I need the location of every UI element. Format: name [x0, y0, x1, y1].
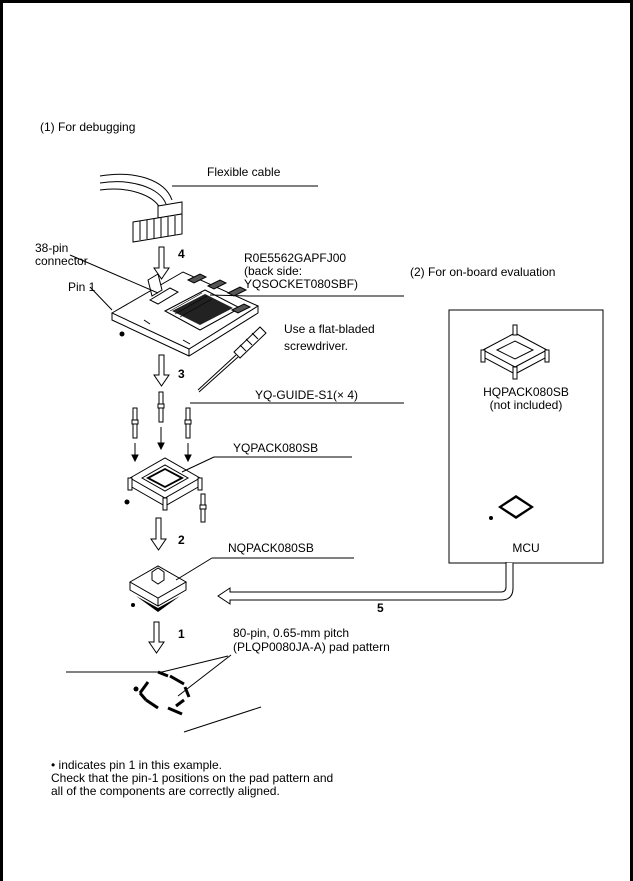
pin1-dot-mcu [489, 516, 493, 520]
pad-pattern-drawing [66, 654, 262, 733]
adapter-label-line3: YQSOCKET080SBF) [244, 277, 359, 291]
nqpack-drawing [128, 557, 354, 612]
step4-label: 4 [178, 247, 185, 261]
yqpack-drawing [127, 456, 352, 511]
pin1-dot-board [119, 331, 125, 337]
screwdriver-label-line1: Use a flat-bladed [284, 322, 375, 336]
pad-label-line1: 80-pin, 0.65-mm pitch [233, 626, 350, 640]
step1-arrow [148, 621, 165, 654]
hqpack-label-line2: (not included) [489, 398, 563, 412]
mcu-label: MCU [512, 541, 540, 555]
adapter-board-drawing [110, 271, 260, 357]
yqpack-label: YQPACK080SB [233, 441, 319, 455]
step5-label: 5 [377, 601, 384, 615]
hqpack-label-line1: HQPACK080SB [483, 385, 569, 399]
pin1-label: Pin 1 [68, 280, 96, 294]
nqpack-label: NQPACK080SB [228, 541, 314, 555]
guide-arrows [131, 427, 192, 463]
step2-arrow [150, 517, 167, 551]
connector-label-line2: connector [35, 254, 88, 268]
note-line3: all of the components are correctly alig… [51, 784, 280, 798]
adapter-label-line2: (back side: [244, 264, 303, 278]
flexible-cable-drawing [99, 173, 318, 243]
screwdriver-drawing [197, 326, 267, 393]
step2-label: 2 [178, 533, 185, 547]
step1-label: 1 [178, 627, 185, 641]
connector-label-line1: 38-pin [35, 241, 69, 255]
step3-label: 3 [178, 367, 185, 381]
step3-arrow [153, 354, 170, 387]
screwdriver-label-line2: screwdriver. [284, 339, 349, 353]
section1-title: (1) For debugging [40, 120, 136, 134]
note-line2: Check that the pin-1 positions on the pa… [51, 771, 334, 785]
pin1-dot-nqpack [131, 603, 135, 607]
flexible-cable-label: Flexible cable [207, 165, 281, 179]
step5-arrow [217, 563, 514, 605]
adapter-label-line1: R0E5562GAPFJ00 [244, 251, 347, 265]
guide-label: YQ-GUIDE-S1(× 4) [255, 388, 359, 402]
section2-title: (2) For on-board evaluation [410, 265, 556, 279]
pin1-dot-pad [133, 686, 139, 692]
pin1-dot-yqpack [124, 499, 130, 505]
note-line1: • indicates pin 1 in this example. [51, 758, 222, 772]
pad-label-line2: (PLQP0080JA-A) pad pattern [233, 640, 390, 654]
mcu-drawing [498, 495, 534, 519]
step4-arrow [153, 246, 170, 280]
hqpack-drawing [480, 324, 550, 380]
guide-pins-drawing [131, 391, 404, 523]
